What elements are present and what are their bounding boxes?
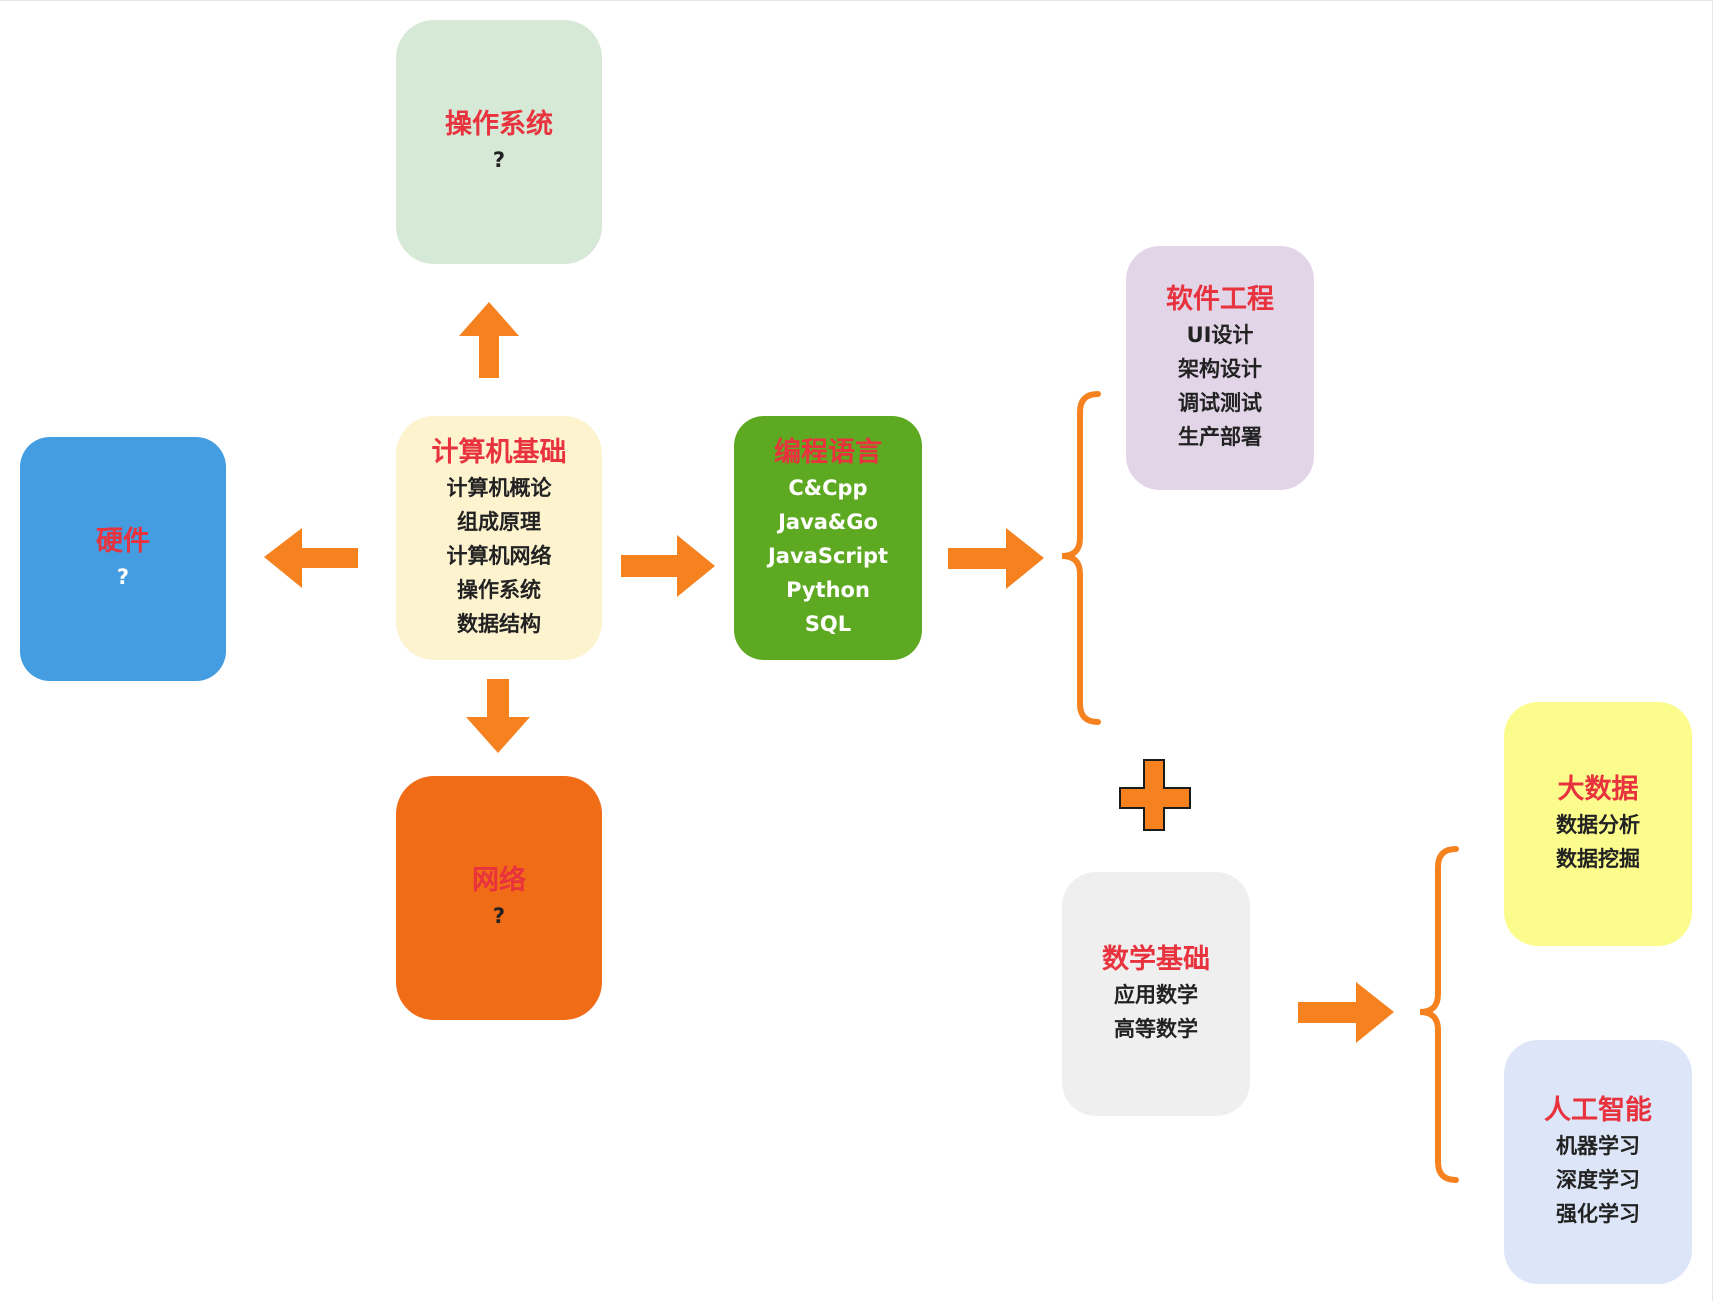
node-line: C&Cpp bbox=[788, 476, 868, 500]
arrow-down-icon bbox=[466, 679, 530, 753]
node-line: 计算机网络 bbox=[446, 544, 552, 568]
node-computer-basics[interactable]: 计算机基础 计算机概论 组成原理 计算机网络 操作系统 数据结构 bbox=[396, 416, 602, 660]
node-line: ? bbox=[116, 565, 130, 589]
node-line: 深度学习 bbox=[1556, 1168, 1640, 1192]
node-line: Java&Go bbox=[778, 510, 878, 534]
plus-icon bbox=[1119, 759, 1191, 831]
arrow-right-icon bbox=[621, 535, 715, 597]
node-title: 操作系统 bbox=[445, 109, 553, 140]
node-title: 硬件 bbox=[96, 526, 150, 557]
node-line: 数据挖掘 bbox=[1556, 847, 1640, 871]
node-line: ? bbox=[492, 148, 506, 172]
node-title: 数学基础 bbox=[1102, 944, 1210, 975]
node-line: JavaScript bbox=[767, 544, 889, 568]
node-software-engineering[interactable]: 软件工程 UI设计 架构设计 调试测试 生产部署 bbox=[1126, 246, 1314, 490]
node-title: 软件工程 bbox=[1166, 284, 1274, 315]
node-line: 调试测试 bbox=[1178, 391, 1262, 415]
node-line: 高等数学 bbox=[1114, 1017, 1198, 1041]
node-title: 计算机基础 bbox=[431, 437, 567, 468]
node-line: 应用数学 bbox=[1114, 983, 1198, 1007]
node-math-basics[interactable]: 数学基础 应用数学 高等数学 bbox=[1062, 872, 1250, 1116]
node-network[interactable]: 网络 ? bbox=[396, 776, 602, 1020]
node-programming-languages[interactable]: 编程语言 C&Cpp Java&Go JavaScript Python SQL bbox=[734, 416, 922, 660]
node-line: 数据结构 bbox=[457, 612, 541, 636]
node-line: 机器学习 bbox=[1556, 1134, 1640, 1158]
node-line: 强化学习 bbox=[1556, 1202, 1640, 1226]
arrow-left-icon bbox=[264, 528, 358, 588]
curly-brace-icon bbox=[1061, 391, 1101, 725]
node-title: 编程语言 bbox=[774, 437, 882, 468]
arrow-right-icon bbox=[948, 528, 1044, 589]
curly-brace-icon bbox=[1419, 846, 1459, 1183]
node-line: 架构设计 bbox=[1178, 357, 1262, 381]
node-big-data[interactable]: 大数据 数据分析 数据挖掘 bbox=[1504, 702, 1692, 946]
node-title: 人工智能 bbox=[1544, 1095, 1652, 1126]
node-hardware[interactable]: 硬件 ? bbox=[20, 437, 226, 681]
arrow-up-icon bbox=[459, 302, 519, 378]
node-line: 计算机概论 bbox=[446, 476, 552, 500]
node-line: 数据分析 bbox=[1556, 813, 1640, 837]
node-line: 操作系统 bbox=[457, 578, 541, 602]
node-title: 网络 bbox=[472, 865, 526, 896]
node-operating-system[interactable]: 操作系统 ? bbox=[396, 20, 602, 264]
node-artificial-intelligence[interactable]: 人工智能 机器学习 深度学习 强化学习 bbox=[1504, 1040, 1692, 1284]
node-line: UI设计 bbox=[1186, 323, 1254, 347]
node-line: 生产部署 bbox=[1178, 425, 1262, 449]
node-line: Python bbox=[786, 578, 870, 602]
node-line: 组成原理 bbox=[457, 510, 541, 534]
node-line: ? bbox=[492, 904, 506, 928]
arrow-right-icon bbox=[1298, 982, 1394, 1043]
node-title: 大数据 bbox=[1557, 774, 1639, 805]
node-line: SQL bbox=[804, 612, 852, 636]
